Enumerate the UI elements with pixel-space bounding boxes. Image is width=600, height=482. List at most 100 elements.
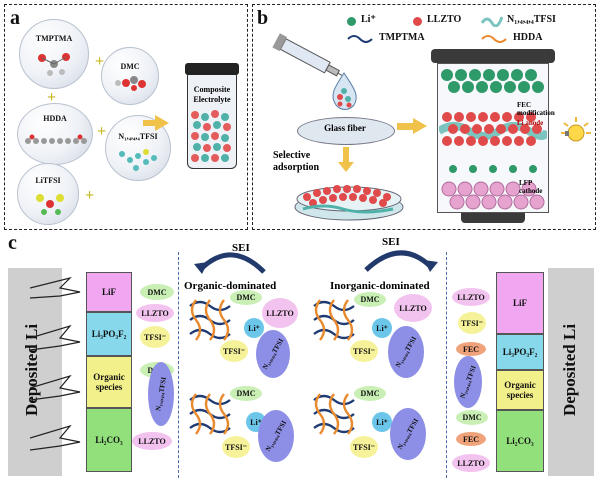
dmc-bubble: DMC [101,47,159,105]
center-tfsi-d: TFSI⁻ [350,436,378,458]
center-dmc-b: DMC [354,292,386,307]
left-layer-li2co3: Li₂CO₃ [86,408,132,472]
center-tfsi-c: TFSI⁻ [222,436,250,458]
dendrite-left-icon [30,276,81,451]
left-layer-organic: Organic species [86,356,132,408]
right-tfsi: TFSI⁻ [458,312,486,334]
center-tfsi-b: TFSI⁻ [350,340,378,362]
right-llzto-2: LLZTO [452,454,490,472]
arrow-right-icon [155,115,169,131]
left-llzto-2: LLZTO [132,432,172,450]
li-anode-label: Li anode [517,119,544,127]
litfsi-molecule-icon [36,194,64,215]
electrolyte-layer [439,112,547,146]
lfp-cathode-label: LFP cathode [519,179,543,195]
plus-icon: + [85,187,95,204]
battery-cell: FEC modification Li anode LFP cathode [431,49,555,225]
panel-b: b Li⁺ LLZTO N₁,₄,₄,₄TFSI TMPTMA HDDA Gla… [252,4,596,230]
droplet-icon [332,72,357,110]
right-llzto-1: LLZTO [452,288,490,306]
left-sei-stack: LiF Li₃PO₃F₂ Organic species Li₂CO₃ [86,272,132,472]
sei-left-label: SEI [232,242,250,254]
selective-label-2: adsorption [273,162,320,173]
tmptma-label: TMPTMA [35,34,73,43]
tmptma-molecule-icon [38,53,70,76]
fec-label-2: modification [517,109,555,117]
glass-fiber-disk [297,117,395,145]
inorganic-dominated-label: Inorganic-dominated [330,280,430,292]
panel-b-label: b [257,7,269,29]
legend-n1444-icon [481,16,503,27]
legend-li-dot [347,17,356,26]
left-n1444: N₁,₄,₄,₄TFSI [148,362,174,426]
arrow-shaft [143,120,155,126]
jar-label-line1: Composite [193,85,231,94]
polymer-mesh-icon-3 [313,299,355,341]
right-layer-organic: Organic species [496,370,544,410]
deposited-li-left-bar: Deposited Li [8,268,62,476]
center-tfsi-a: TFSI⁻ [220,340,248,362]
legend-n1444-label: N₁,₄,₄,₄TFSI [507,14,556,25]
n1444tfsi-label: N₁,₄,₄,₄TFSI [118,132,158,141]
legend-li-label: Li⁺ [361,14,376,25]
panel-a-label: a [10,7,20,29]
right-arrow-icon [413,118,427,134]
hdda-molecule-icon [25,134,87,144]
panel-a: a TMPTMA + DMC + HDDA + N₁,₄,₄,₄TFSI + [4,4,248,230]
glass-fiber-label: Glass fiber [324,123,366,133]
left-dmc-1: DMC [140,284,174,300]
center-n1444-c: N₁,₄,₄,₄TFSI [258,410,294,462]
organic-dominated-label: Organic-dominated [184,280,277,292]
right-sei-stack: LiF Li₃PO₃F₂ Organic species Li₂CO₃ [496,272,544,472]
center-dmc-c: DMC [230,386,262,401]
center-n1444-b: N₁,₄,₄,₄TFSI [388,326,424,378]
left-layer-li3po3f2: Li₃PO₃F₂ [86,312,132,356]
center-n1444-a: N₁,₄,₄,₄TFSI [256,330,290,378]
syringe-icon [272,33,348,79]
light-bulb-icon [561,117,591,142]
divider-right [446,252,447,478]
center-n1444-d: N₁,₄,₄,₄TFSI [390,408,426,460]
polymer-mesh-icon-2 [189,393,231,435]
center-llzto-b: LLZTO [394,294,432,322]
li-ion-column [449,165,537,173]
n1444tfsi-molecule-icon [119,149,157,171]
sei-right-arrow-icon [364,250,438,272]
left-layer-lif: LiF [86,272,132,312]
jar-particles [191,110,231,162]
center-li-a: Li⁺ [244,318,264,338]
tmptma-bubble: TMPTMA [19,19,89,89]
sei-right-label: SEI [382,236,400,248]
divider-left [178,252,179,478]
dmc-molecule-icon [115,76,146,91]
li-anode-layer [441,69,544,93]
down-arrow-icon [343,147,349,163]
polymer-mesh-icon-1 [189,299,231,341]
fec-label-1: FEC [517,101,531,109]
jar-label-line2: Electrolyte [193,95,231,104]
center-dmc-a: DMC [230,290,262,305]
center-llzto-a: LLZTO [262,298,298,328]
right-fec-2: FEC [456,432,486,446]
plus-icon: + [95,53,105,70]
selective-label-1: Selective [273,150,311,161]
litfsi-label: LiTFSI [35,176,61,185]
down-arrow-head [338,162,354,172]
legend-llzto-dot [413,17,422,26]
plus-icon: + [47,89,57,106]
legend-llzto-label: LLZTO [427,14,462,25]
left-tfsi-1: TFSI⁻ [140,326,170,348]
panel-c-label: c [8,232,17,254]
lfp-cathode-layer [441,181,545,210]
right-layer-lif: LiF [496,272,544,334]
litfsi-bubble: LiTFSI [17,163,79,225]
dmc-label: DMC [120,62,140,71]
legend-tmptma-label: TMPTMA [379,32,425,43]
polymer-mesh-icon-4 [313,393,355,435]
plus-icon: + [97,123,107,140]
hdda-bubble: HDDA [17,103,93,165]
center-dmc-d: DMC [354,386,386,401]
right-arrow-shaft [397,123,413,130]
deposited-li-right-bar: Deposited Li [548,268,594,476]
sei-left-arrow-icon [194,252,266,274]
